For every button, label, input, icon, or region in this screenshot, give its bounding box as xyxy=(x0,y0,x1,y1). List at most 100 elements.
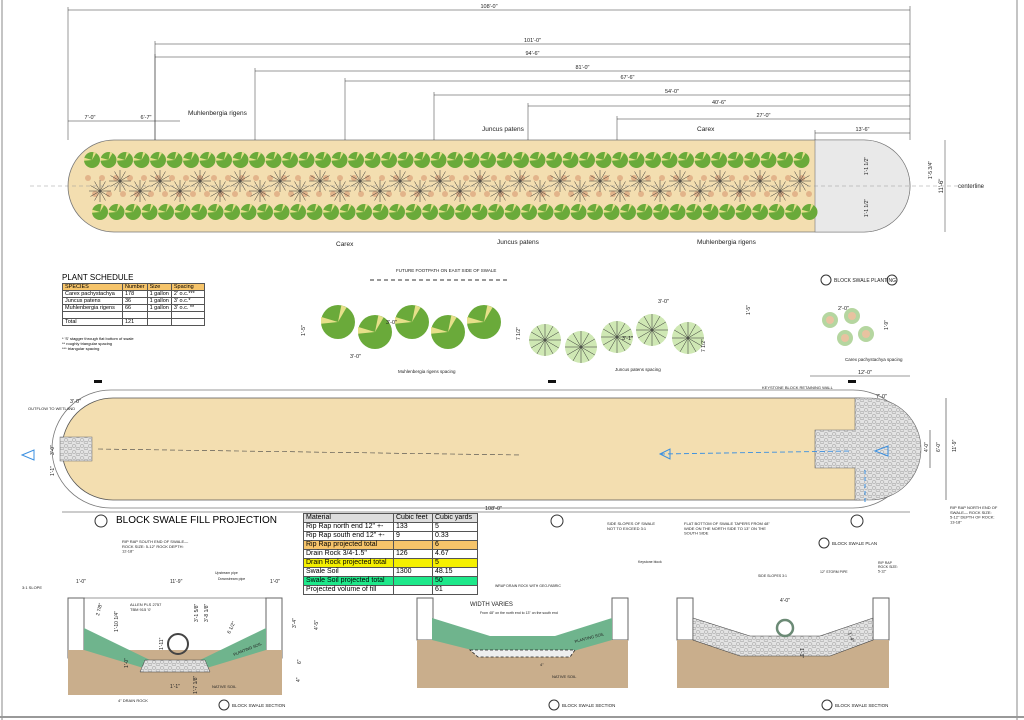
carex-symbol xyxy=(554,191,560,197)
block-swale-plan xyxy=(20,375,947,528)
dimension-label: 1'-3" xyxy=(798,648,804,658)
carex-symbol xyxy=(624,191,630,197)
outflow-arrow-icon xyxy=(20,449,35,461)
cell: 126 xyxy=(393,549,433,559)
dimension-label: 3'-1 5/8" xyxy=(194,603,200,622)
wall-label: KEYSTONE BLOCK RETAINING WALL xyxy=(762,385,834,390)
dimension-label: 3'-1" xyxy=(622,336,633,342)
cell: Rip Rap projected total xyxy=(303,540,394,550)
dimension-label: 4" xyxy=(296,677,302,682)
carex-symbol xyxy=(232,191,238,197)
dimension-label: 3'-0" xyxy=(70,399,81,405)
cell xyxy=(393,558,433,568)
spacing-details: Muhlenbergia rigens spacing Juncus patens… xyxy=(301,299,903,374)
carex-symbol xyxy=(414,191,420,197)
dimension-label: 13'-6" xyxy=(855,127,869,133)
dimension-label: 81'-0" xyxy=(575,65,589,71)
dimension-label: 108'-0" xyxy=(485,506,502,512)
note: ** roughly triangular spacing xyxy=(62,341,113,346)
dimension-label: 94'-6" xyxy=(525,51,539,57)
drawing-note: ALLEN PLS 2757 TBM 915 '0' xyxy=(130,602,162,612)
carex-symbol xyxy=(540,191,546,197)
carex-symbol xyxy=(547,175,553,181)
drawing-label: 3:1 SLOPE xyxy=(22,585,42,590)
drawing-caption: BLOCK SWALE SECTION xyxy=(232,703,285,708)
cell: Rip Rap south end 12" +- xyxy=(303,531,394,541)
col-header: Size xyxy=(146,283,172,291)
drawing-label: 4" xyxy=(540,662,544,667)
carex-symbol xyxy=(491,175,497,181)
cell: 66 xyxy=(122,304,148,312)
carex-symbol xyxy=(225,175,231,181)
dimension-label: 2'-0" xyxy=(838,306,849,312)
col-header: Cubic feet xyxy=(393,513,433,523)
dimension-label: 1'-10 1/4" xyxy=(114,611,120,632)
carex-symbol xyxy=(449,175,455,181)
dimension-label: 1'-1 1/2" xyxy=(864,157,870,176)
dimension-label: 1'-1" xyxy=(170,684,180,690)
carex-symbol xyxy=(729,175,735,181)
cell: Projected volume of fill xyxy=(303,585,394,595)
dimension-label: 1'-11" xyxy=(159,637,165,650)
cell: 1 gallon xyxy=(146,304,172,312)
dimension-label: 54'-0" xyxy=(665,89,679,95)
carex-symbol xyxy=(351,175,357,181)
carex-symbol xyxy=(610,191,616,197)
dimension-label: 6 1/2" xyxy=(226,620,237,634)
dimension-label: 1'-7 1/8" xyxy=(193,675,199,694)
dimension-label: 67'-6" xyxy=(620,75,634,81)
carex-symbol xyxy=(505,175,511,181)
dimension-label: 7'-0" xyxy=(876,394,887,400)
carex-symbol xyxy=(337,175,343,181)
carex-symbol xyxy=(330,191,336,197)
carex-symbol xyxy=(470,191,476,197)
carex-symbol xyxy=(526,191,532,197)
cell: 178 xyxy=(122,290,148,298)
cell: Swale Soil xyxy=(303,567,394,577)
carex-symbol xyxy=(428,191,434,197)
drawing-label: Muhlenbergia rigens xyxy=(188,110,248,117)
drawing-label: Carex xyxy=(697,126,715,133)
carex-symbol xyxy=(743,175,749,181)
drawing-label: SIDE SLOPES 3:1 xyxy=(758,574,787,578)
drawing-note: SIDE SLOPES OF SWALE NOT TO EXCEED 3:1 xyxy=(607,521,656,531)
cell: Juncus patens xyxy=(62,297,123,305)
dimension-label: 3'-0" xyxy=(50,445,56,455)
dimension-label: 101'-0" xyxy=(524,38,541,44)
swale-bed xyxy=(61,397,911,501)
carex-symbol xyxy=(309,175,315,181)
col-header: Number xyxy=(122,283,148,291)
section-3 xyxy=(676,597,890,688)
footpath-label: FUTURE FOOTPATH ON EAST SIDE OF SWALE xyxy=(396,268,496,273)
dimension-label: 3'-0" xyxy=(386,320,397,326)
cell: Rip Rap north end 12" +- xyxy=(303,522,394,532)
carex-symbol xyxy=(680,191,686,197)
dimension-label: 6" xyxy=(297,659,303,664)
plant-schedule-notes: * 'S' stagger through flat bottom of swa… xyxy=(62,336,134,351)
south-riprap xyxy=(59,436,93,462)
drawing-caption: Juncus patens spacing xyxy=(615,367,661,372)
drawing-note: RIP RAP ROCK SIZE: 5-12" xyxy=(878,561,899,573)
carex-symbol xyxy=(792,191,798,197)
note: *** triangular spacing xyxy=(62,346,100,351)
dimension-label: 4'-5" xyxy=(314,620,320,630)
cell: 133 xyxy=(393,522,433,532)
cell: 1 gallon xyxy=(146,290,172,298)
centerline-label: centerline xyxy=(958,184,985,190)
carex-symbol xyxy=(169,175,175,181)
cell: 121 xyxy=(122,318,148,326)
carex-symbol xyxy=(246,191,252,197)
carex-symbol xyxy=(260,191,266,197)
riprap-area xyxy=(814,139,911,233)
drawing-caption: Muhlenbergia rigens spacing xyxy=(398,369,456,374)
dimension-label: 1'-9" xyxy=(884,320,890,330)
drawing-label: Juncus patens xyxy=(497,239,540,246)
dimension-label: 1'-1" xyxy=(50,466,56,476)
carex-symbol xyxy=(323,175,329,181)
drawing-note: RIP RAP SOUTH END OF SWALE— ROCK SIZE: 5… xyxy=(122,539,189,554)
